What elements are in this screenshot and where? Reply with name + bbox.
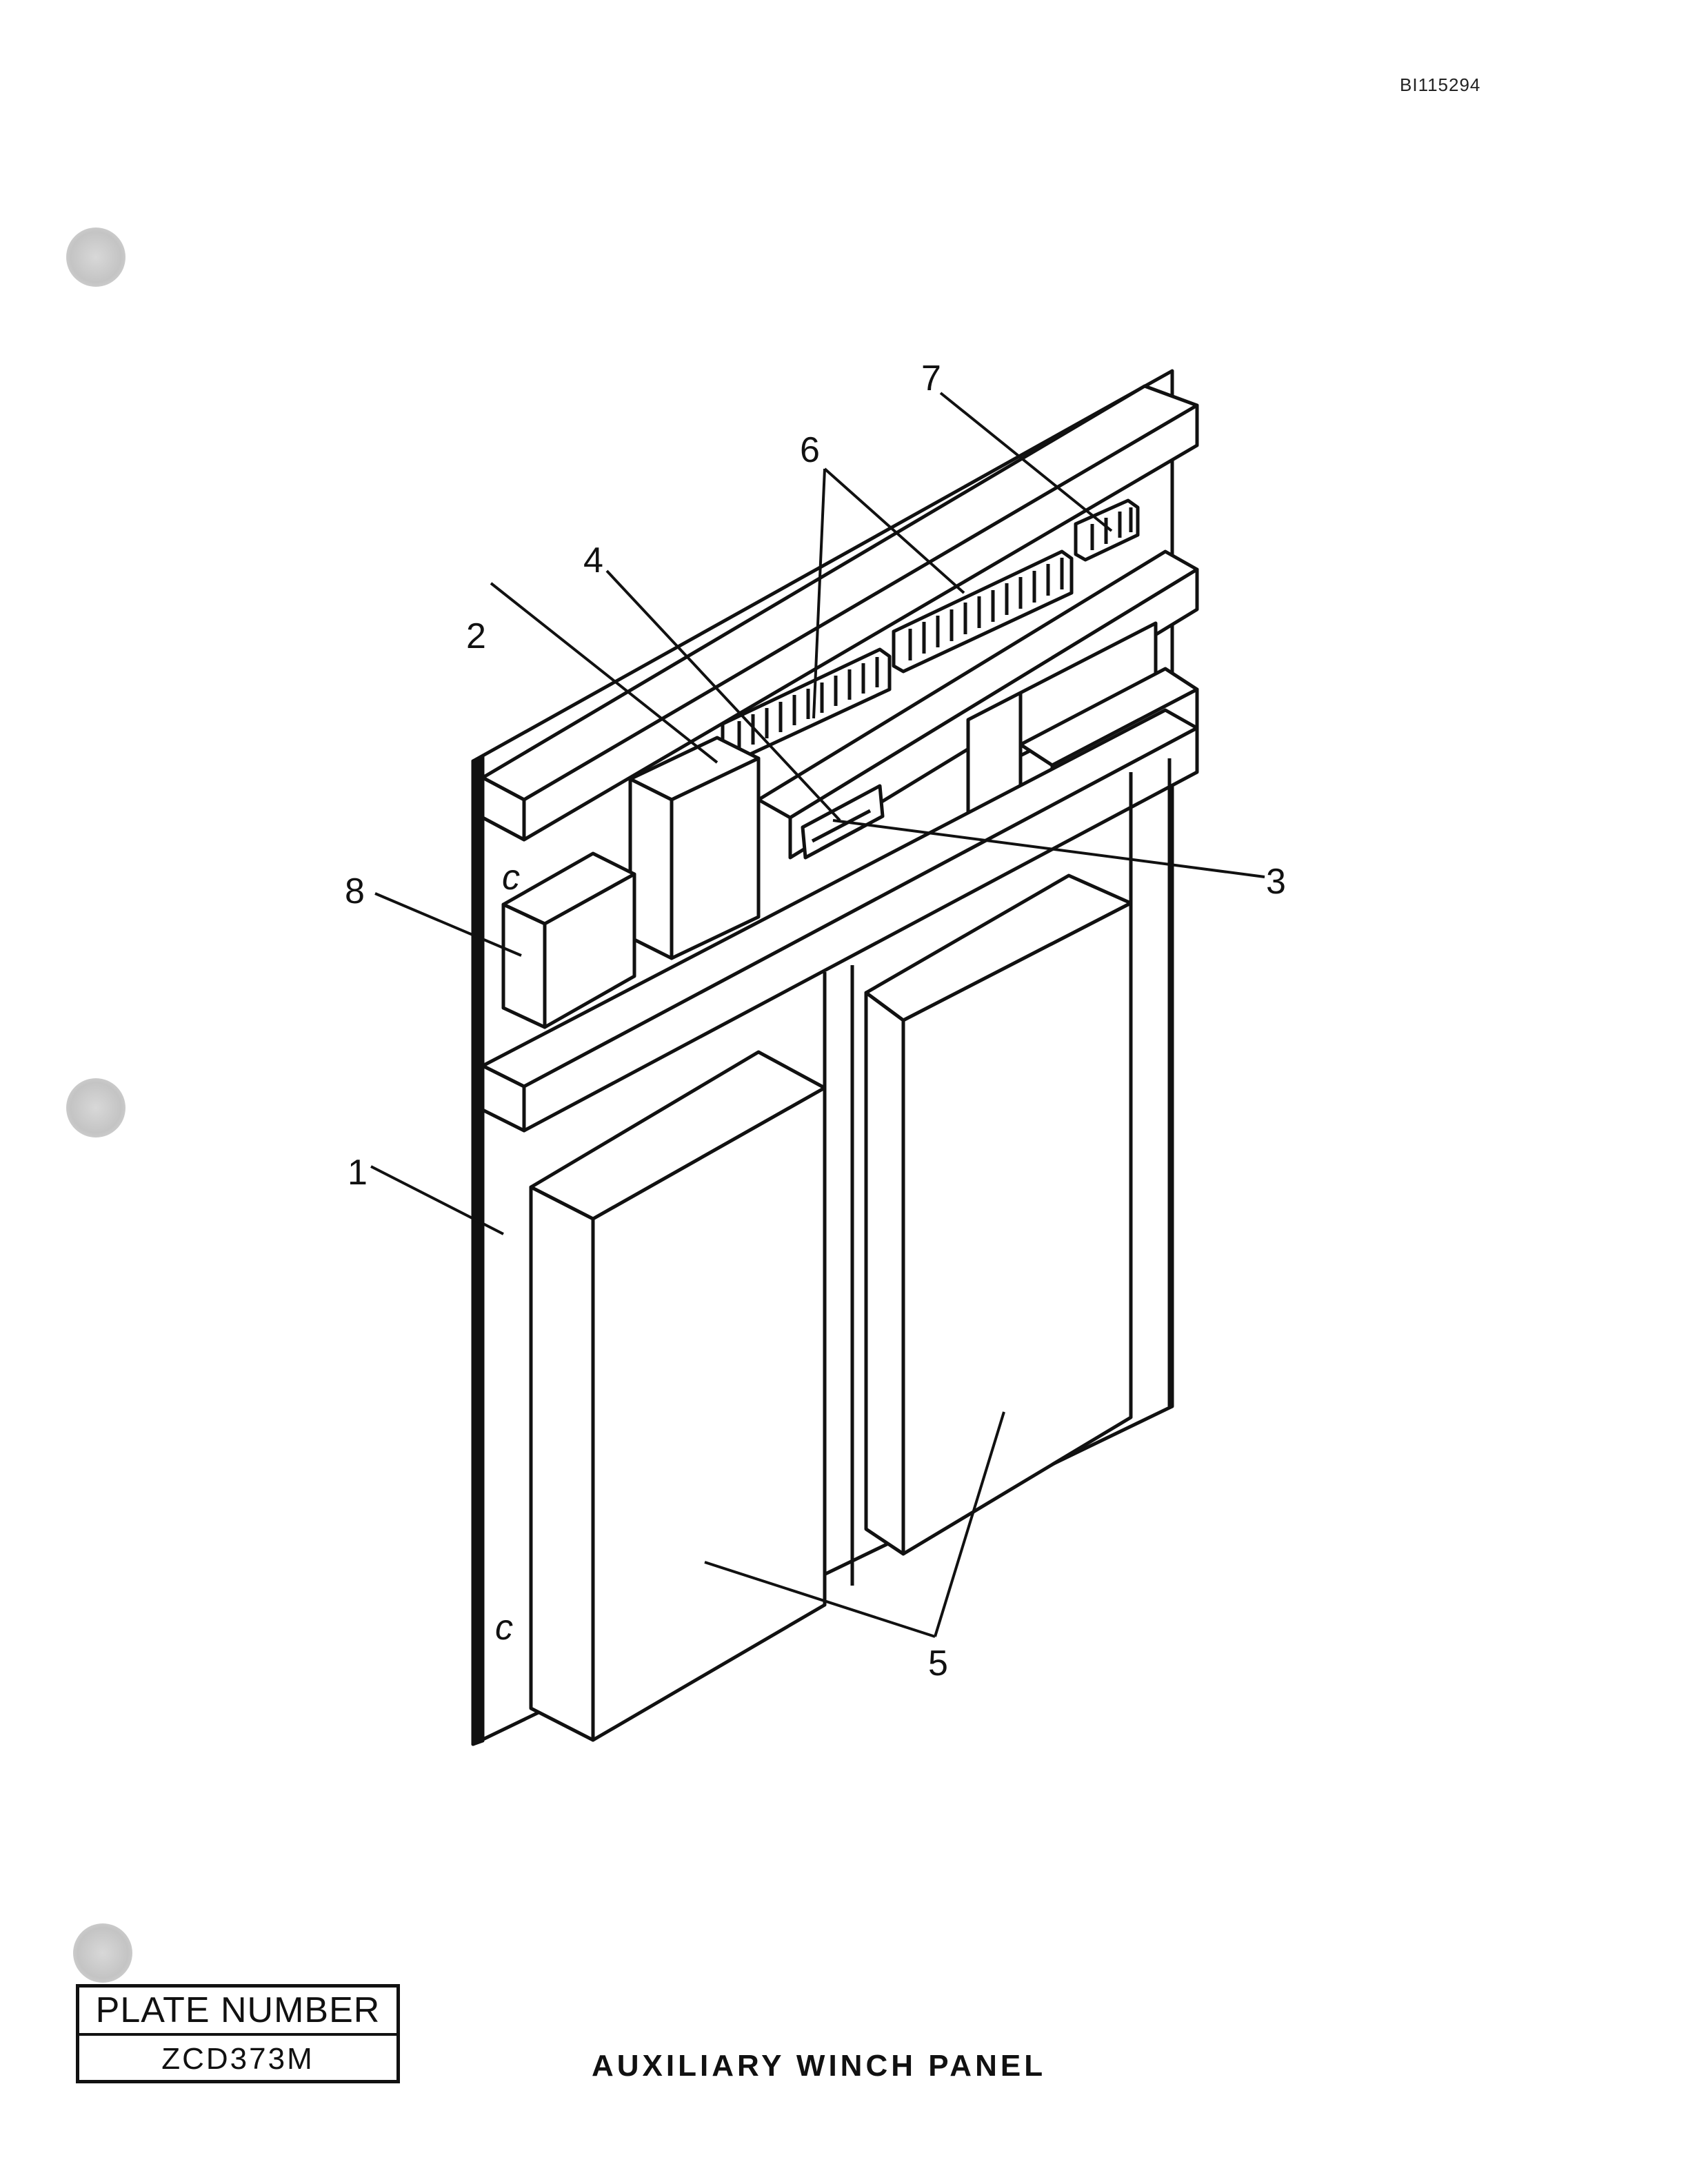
- document-id: BI115294: [1400, 74, 1481, 95]
- callout-7: 7: [921, 358, 941, 398]
- punch-hole: [66, 1078, 125, 1138]
- mounting-mark-lower: c: [495, 1608, 513, 1648]
- punch-hole: [73, 1923, 132, 1983]
- callout-8: 8: [345, 871, 365, 911]
- callout-3: 3: [1266, 862, 1286, 902]
- large-component-right: [864, 758, 1172, 1556]
- small-terminal: [1074, 498, 1140, 562]
- cross-rail: [481, 708, 1199, 1133]
- top-rail: [481, 384, 1199, 842]
- small-box: [501, 851, 636, 1029]
- callout-6: 6: [800, 430, 820, 470]
- callout-5: 5: [928, 1644, 948, 1684]
- plate-number-box: PLATE NUMBER ZCD373M: [76, 1984, 400, 2083]
- plate-number-value: ZCD373M: [161, 2042, 314, 2076]
- relay-block: [628, 736, 761, 960]
- punch-hole: [66, 228, 125, 287]
- callout-2: 2: [466, 616, 486, 656]
- plate-number-label: PLATE NUMBER: [79, 1988, 396, 2036]
- leader-lines: [370, 392, 1265, 1638]
- callout-1: 1: [348, 1153, 368, 1193]
- large-component-left: [529, 965, 854, 1742]
- diagram-title: AUXILIARY WINCH PANEL: [592, 2049, 1047, 2083]
- mounting-mark-upper: c: [502, 858, 520, 898]
- callout-4: 4: [583, 540, 603, 580]
- terminal-strip-right: [892, 549, 1074, 674]
